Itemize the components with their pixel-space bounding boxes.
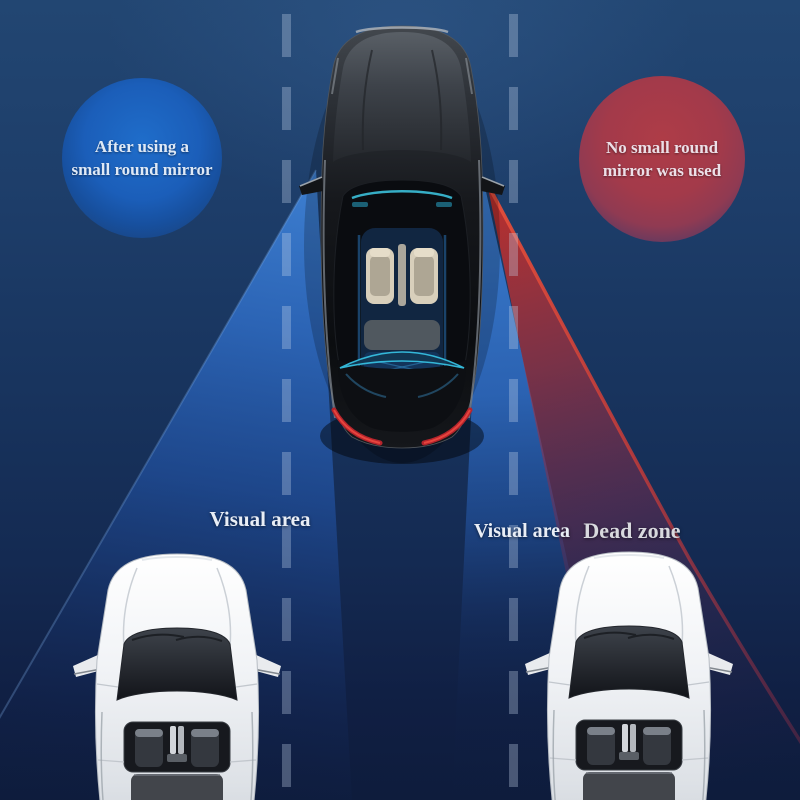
car-rear-deck xyxy=(337,360,467,432)
dead-zone-edge-line xyxy=(485,182,800,745)
dead-zone-cone xyxy=(487,183,800,800)
after-mirror-bubble-line2: small round mirror xyxy=(71,160,213,179)
visual-area-label-right: Visual area xyxy=(473,520,571,542)
car-rear-window xyxy=(339,351,465,369)
side-mirror-right xyxy=(481,176,505,195)
no-mirror-bubble: No small round mirror was used xyxy=(579,76,745,242)
car-hood xyxy=(333,32,471,162)
no-mirror-bubble-line1: No small round xyxy=(605,137,719,157)
side-mirror-left xyxy=(299,176,323,195)
after-mirror-bubble-line1: After using a xyxy=(94,136,190,156)
visual-area-label-left: Visual area xyxy=(209,507,311,531)
left-visual-area-cone xyxy=(0,170,352,800)
no-mirror-bubble-line2: mirror was used xyxy=(602,161,722,180)
left-cone-edge-highlight xyxy=(0,169,317,719)
after-mirror-bubble: After using a small round mirror xyxy=(62,78,222,238)
black-car xyxy=(299,25,505,464)
dead-zone-label: Dead zone xyxy=(583,518,681,543)
